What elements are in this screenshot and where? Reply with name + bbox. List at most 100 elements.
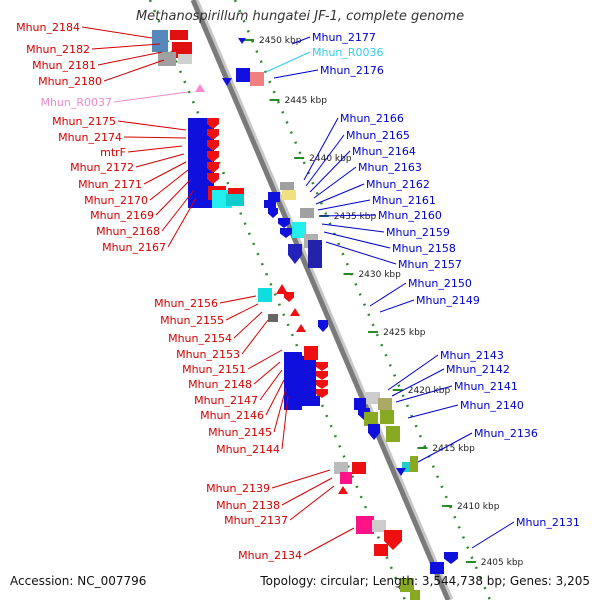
gene-arrow: [288, 244, 302, 264]
label-leader: [127, 145, 183, 153]
gene-block: [304, 346, 318, 360]
gene-label-minus: Mhun_2154: [168, 332, 232, 345]
gene-label-minus: Mhun_2172: [70, 161, 134, 174]
gene-block: [268, 192, 280, 202]
gene-arrow: [278, 218, 290, 228]
gene-block: [300, 208, 314, 218]
label-leader: [273, 69, 319, 79]
gene-label-plus: Mhun_2160: [378, 209, 442, 222]
label-leader: [391, 368, 445, 397]
gene-label-plus: Mhun_2162: [366, 178, 430, 191]
accession-text: Accession: NC_007796: [10, 574, 147, 588]
label-leader: [123, 136, 187, 139]
label-leader: [273, 387, 287, 433]
label-leader: [303, 117, 339, 181]
gene-label-minus: Mhun_2146: [200, 409, 264, 422]
gene-block: [410, 590, 420, 600]
label-leader: [319, 214, 377, 217]
scale-label: 2440 kbp: [309, 154, 352, 164]
gene-block: [302, 396, 320, 406]
gene-label-plus: Mhun_R0036: [312, 46, 384, 59]
gene-block: [170, 30, 188, 40]
gene-block: [410, 456, 418, 472]
label-leader: [155, 179, 191, 216]
scale-label: 2435 kbp: [334, 212, 377, 222]
label-leader: [313, 166, 357, 199]
gene-arrowhead: [222, 78, 232, 86]
gene-label-minus: Mhun_2138: [216, 499, 280, 512]
gene-arrow: [284, 292, 294, 302]
label-leader: [97, 51, 163, 66]
gene-label-minus: Mhun_2155: [160, 314, 224, 327]
gene-block: [374, 544, 388, 556]
genome-backbone: [190, 0, 451, 600]
gene-label-plus: Mhun_2140: [460, 399, 524, 412]
gene-arrow: [318, 320, 328, 332]
label-leader: [325, 241, 397, 265]
gene-arrowhead: [338, 486, 348, 494]
scale-label: 2445 kbp: [285, 96, 328, 106]
gene-block: [280, 182, 294, 190]
gene-label-minus: Mhun_2167: [102, 241, 166, 254]
gene-label-plus: Mhun_2141: [454, 380, 518, 393]
gene-label-minus: Mhun_2151: [182, 363, 246, 376]
gene-arrow: [316, 371, 328, 380]
label-leader: [281, 395, 289, 450]
scale-label: 2450 kbp: [259, 36, 302, 46]
gene-label-minus: Mhun_2170: [84, 194, 148, 207]
gene-arrowhead: [276, 284, 288, 294]
label-leader: [417, 432, 473, 463]
gene-block: [292, 222, 306, 238]
label-leader: [117, 120, 187, 131]
label-leader: [309, 150, 351, 193]
gene-label-minus: Mhun_2144: [216, 443, 280, 456]
gene-arrow: [316, 380, 328, 389]
label-leader: [369, 282, 407, 307]
gene-arrow: [316, 389, 328, 398]
gene-block: [364, 412, 378, 426]
gene-label-minus: Mhun_2171: [78, 178, 142, 191]
gene-arrowhead: [195, 84, 205, 92]
gene-label-minus: Mhun_2156: [154, 297, 218, 310]
gene-label-plus: Mhun_2164: [352, 145, 416, 158]
gene-block: [334, 462, 348, 474]
label-leader: [149, 169, 189, 201]
label-leader: [233, 311, 263, 339]
label-leader: [271, 469, 331, 489]
gene-block: [372, 520, 386, 532]
gene-label-plus: Mhun_2157: [398, 258, 462, 271]
label-leader: [323, 231, 391, 249]
gene-block: [282, 190, 296, 200]
gene-label-minus: mtrF: [100, 146, 126, 159]
gene-label-plus: Mhun_2165: [346, 129, 410, 142]
gene-block: [308, 240, 322, 268]
label-leader: [395, 385, 453, 403]
gene-block: [400, 578, 414, 592]
gene-block: [402, 462, 412, 472]
label-leader: [247, 349, 283, 370]
gene-arrowhead: [290, 308, 300, 316]
label-leader: [113, 91, 189, 103]
gene-block: [340, 472, 352, 484]
gene-label-plus: Mhun_2177: [312, 31, 376, 44]
gene-label-plus: Mhun_2158: [392, 242, 456, 255]
gene-label-plus: Mhun_2142: [446, 363, 510, 376]
gene-label-plus: Mhun_2143: [440, 349, 504, 362]
label-leader: [379, 299, 415, 313]
label-leader: [241, 319, 269, 355]
gene-label-minus: Mhun_2169: [90, 209, 154, 222]
label-leader: [315, 183, 365, 205]
gene-arrow: [268, 208, 278, 218]
gene-label-minus: Mhun_2145: [208, 426, 272, 439]
gene-label-plus: Mhun_2159: [386, 226, 450, 239]
gene-arrow: [207, 129, 219, 140]
gene-label-plus: Mhun_2149: [416, 294, 480, 307]
label-leader: [317, 199, 371, 211]
gene-label-minus: Mhun_2139: [206, 482, 270, 495]
map-title: Methanospirillum hungatei JF-1, complete…: [135, 9, 465, 24]
gene-block: [258, 288, 272, 302]
gene-arrowhead: [238, 38, 246, 44]
label-leader: [305, 134, 345, 187]
label-leader: [161, 189, 195, 232]
gene-label-minus: Mhun_2147: [194, 394, 258, 407]
